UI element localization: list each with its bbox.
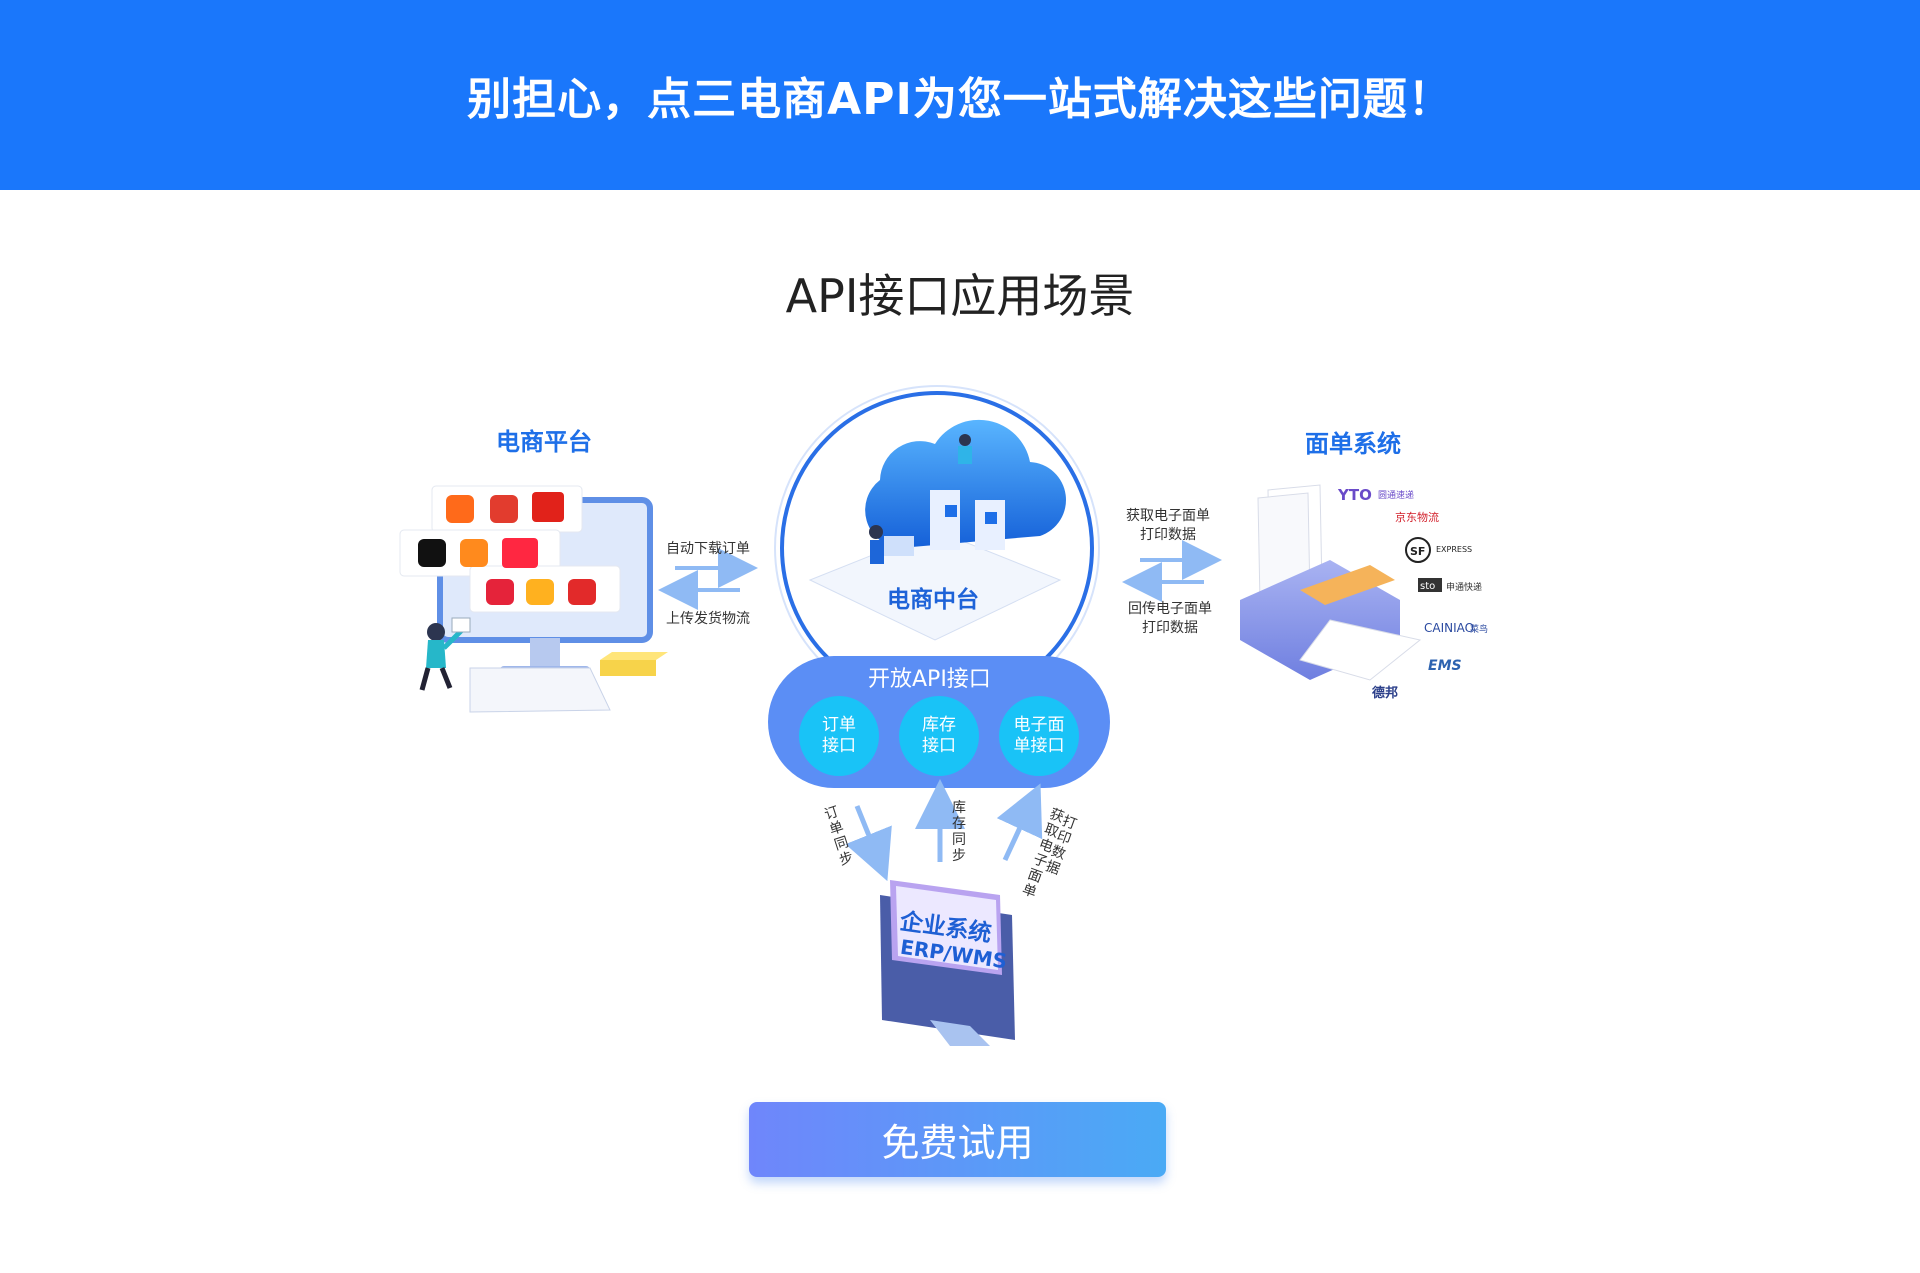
bottom-sync-arrows	[845, 779, 1043, 882]
waybill-system-label: 面单系统	[1305, 430, 1401, 458]
svg-text:sto: sto	[1420, 581, 1435, 592]
get-waybill-label-2: 打印数据	[1140, 527, 1196, 543]
svg-text:德邦: 德邦	[1372, 685, 1398, 701]
order-api-node: 订单 接口	[822, 715, 856, 756]
stock-api-node: 库存 接口	[922, 715, 956, 756]
free-trial-button[interactable]: 免费试用	[749, 1102, 1166, 1177]
enterprise-monitor	[880, 880, 1015, 1046]
svg-text:CAINIAO: CAINIAO	[1424, 621, 1474, 635]
printer-illustration	[1240, 484, 1422, 681]
return-waybill-label-2: 打印数据	[1142, 620, 1198, 636]
left-sync-arrows	[658, 548, 758, 610]
right-sync-arrows	[1122, 540, 1222, 602]
svg-text:EXPRESS: EXPRESS	[1436, 545, 1472, 554]
svg-text:SF: SF	[1410, 545, 1425, 558]
upload-shipping-label: 上传发货物流	[666, 611, 750, 627]
platform-app-cards	[399, 485, 621, 613]
svg-text:EMS: EMS	[1428, 658, 1462, 674]
svg-text:YTO: YTO	[1337, 486, 1372, 504]
top-banner: 别担心，点三电商API为您一站式解决这些问题！	[0, 0, 1920, 190]
ecommerce-hub-label: 电商中台	[887, 587, 979, 613]
svg-text:京东物流: 京东物流	[1395, 510, 1439, 524]
svg-text:圆通速递: 圆通速递	[1378, 489, 1414, 501]
get-waybill-label-1: 获取电子面单	[1126, 508, 1210, 524]
svg-text:申通快递: 申通快递	[1446, 581, 1482, 593]
carrier-logos: YTO 圆通速递 京东物流 SF EXPRESS sto 申通快递 CAINIA…	[1337, 486, 1488, 701]
open-api-label: 开放API接口	[868, 667, 991, 692]
auto-download-orders-label: 自动下载订单	[666, 541, 750, 557]
section-title: API接口应用场景	[785, 269, 1135, 323]
open-api-panel	[768, 656, 1110, 788]
waybill-api-node: 电子面 单接口	[1013, 715, 1065, 756]
banner-title: 别担心，点三电商API为您一站式解决这些问题！	[467, 74, 1453, 125]
person-left-icon	[419, 617, 471, 691]
center-hub	[774, 385, 1100, 711]
ecommerce-platform-label: 电商平台	[496, 428, 592, 456]
stock-sync-label: 库存同步	[952, 800, 966, 864]
svg-text:菜鸟: 菜鸟	[1470, 623, 1488, 635]
return-waybill-label-1: 回传电子面单	[1128, 601, 1212, 617]
